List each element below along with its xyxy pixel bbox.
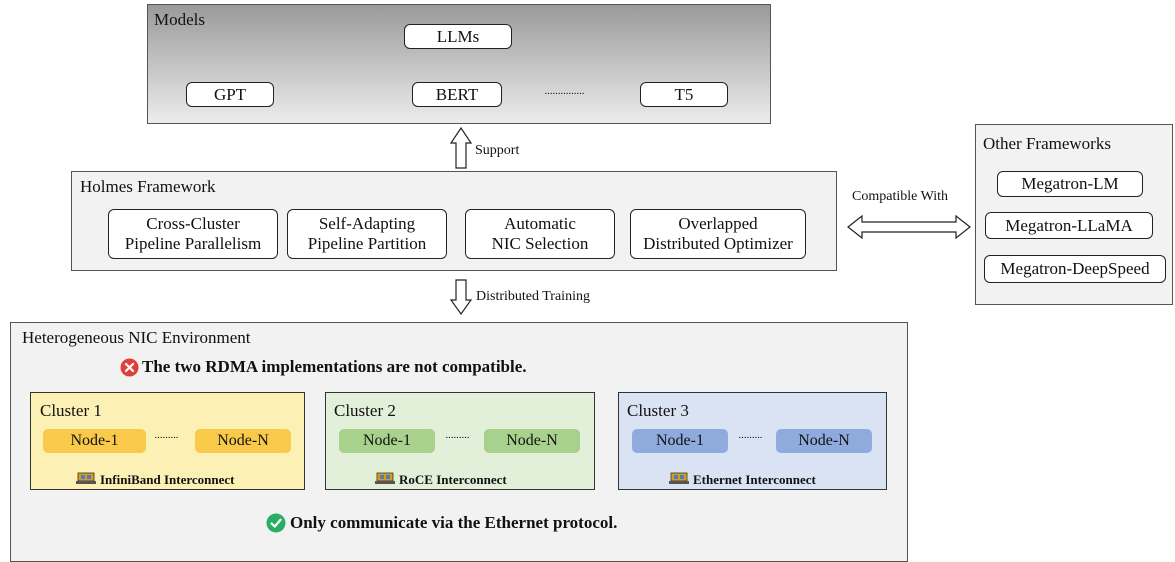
compatible-label: Compatible With <box>852 189 949 204</box>
compatible-arrow <box>847 214 971 240</box>
models-title: Models <box>154 10 205 29</box>
check-icon <box>266 513 286 533</box>
cluster-2-title: Cluster 2 <box>334 401 396 420</box>
optimizer-box: Overlapped Distributed Optimizer <box>630 209 806 259</box>
support-label: Support <box>475 143 520 158</box>
cross-cluster-box: Cross-Cluster Pipeline Parallelism <box>108 209 278 259</box>
cluster-2-node-n: Node-N <box>484 429 580 453</box>
llms-box: LLMs <box>404 24 512 49</box>
megatron-llama-box: Megatron-LLaMA <box>985 212 1153 239</box>
t5-box: T5 <box>640 82 728 107</box>
megatron-lm-box: Megatron-LM <box>997 171 1143 197</box>
cluster-3-node-n: Node-N <box>776 429 872 453</box>
rdma-incompatible-note: The two RDMA implementations are not com… <box>142 357 527 376</box>
models-ellipsis: ··············· <box>544 88 585 100</box>
nic-selection-box: Automatic NIC Selection <box>465 209 615 259</box>
holmes-title: Holmes Framework <box>80 177 216 196</box>
cluster-2-node-1: Node-1 <box>339 429 435 453</box>
self-adapting-box: Self-Adapting Pipeline Partition <box>287 209 447 259</box>
support-arrow <box>449 126 473 169</box>
nic-card-icon <box>669 472 689 484</box>
bert-box: BERT <box>412 82 502 107</box>
training-label: Distributed Training <box>476 289 590 304</box>
error-icon <box>120 358 139 377</box>
cluster-3-title: Cluster 3 <box>627 401 689 420</box>
cluster-1-interconnect: InfiniBand Interconnect <box>100 472 235 487</box>
megatron-deepspeed-box: Megatron-DeepSpeed <box>984 255 1166 283</box>
nic-card-icon <box>76 472 96 484</box>
cluster-3-dots: ········· <box>738 432 763 444</box>
cluster-2-interconnect: RoCE Interconnect <box>399 472 507 487</box>
cluster-1-dots: ········· <box>154 432 179 444</box>
nic-card-icon <box>375 472 395 484</box>
cluster-3-interconnect: Ethernet Interconnect <box>693 472 816 487</box>
cluster-3-node-1: Node-1 <box>632 429 728 453</box>
nic-environment-title: Heterogeneous NIC Environment <box>22 328 251 347</box>
gpt-box: GPT <box>186 82 274 107</box>
cluster-1-node-n: Node-N <box>195 429 291 453</box>
other-frameworks-title: Other Frameworks <box>983 134 1111 153</box>
cluster-1-node-1: Node-1 <box>43 429 146 453</box>
cluster-2-dots: ········· <box>445 432 470 444</box>
cluster-1-title: Cluster 1 <box>40 401 102 420</box>
ethernet-only-note: Only communicate via the Ethernet protoc… <box>290 513 618 532</box>
training-arrow <box>449 279 473 316</box>
